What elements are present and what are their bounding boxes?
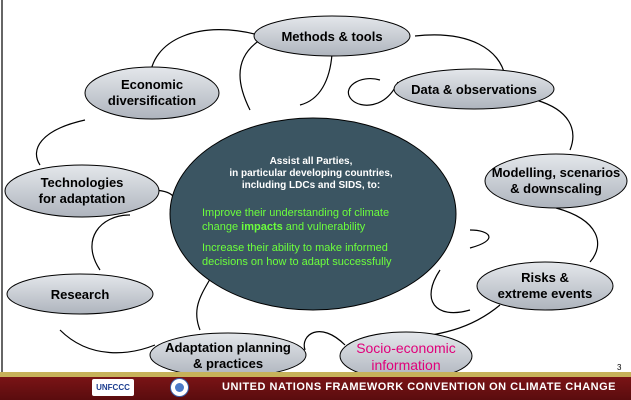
footer-banner <box>0 377 631 400</box>
node-adaptation-planning: Adaptation planning & practices <box>149 332 307 378</box>
node-methods-tools: Methods & tools <box>253 15 411 57</box>
connector-loop-15 <box>35 119 86 166</box>
node-economic-label-1: Economic <box>121 77 183 92</box>
un-emblem-icon <box>170 378 189 397</box>
goal-understanding-line-1: Improve their understanding of climate <box>202 207 389 219</box>
connector-loop-6 <box>535 99 574 151</box>
node-research: Research <box>6 273 154 315</box>
footer-banner-text: UNITED NATIONS FRAMEWORK CONVENTION ON C… <box>222 381 616 393</box>
connector-loop-5 <box>347 78 399 106</box>
center-ellipse <box>169 117 457 311</box>
connector-loop-3 <box>239 39 261 111</box>
node-data-observations-label: Data & observations <box>411 82 537 97</box>
node-economic-label-2: diversification <box>108 93 196 108</box>
connector-loop-14 <box>59 329 156 354</box>
connector-loop-4 <box>414 34 506 77</box>
node-economic-diversification: Economic diversification <box>84 66 220 120</box>
center-heading-line-3: including LDCs and SIDS, to: <box>242 180 380 191</box>
node-socio-economic-label-2: information <box>371 357 440 373</box>
connector-loop-2 <box>299 53 333 106</box>
node-technologies-label-1: Technologies <box>41 175 124 190</box>
unfccc-logo: UNFCCC <box>92 379 134 396</box>
connector-loop-7 <box>555 207 599 263</box>
node-risks-extreme-events-label-1: Risks & <box>521 270 569 285</box>
node-socio-economic-label-1: Socio-economic <box>356 340 456 356</box>
impacts-emphasis: impacts <box>241 221 283 233</box>
center-heading: Assist all Parties, in particular develo… <box>229 156 393 191</box>
node-risks-extreme-events-label-2: extreme events <box>498 286 593 301</box>
connector-loop-9 <box>430 269 471 314</box>
center-goal-decisions: Increase their ability to make informed … <box>202 242 392 268</box>
goal-decisions-line-1: Increase their ability to make informed <box>202 242 388 254</box>
page-number: 3 <box>617 363 622 372</box>
node-modelling-scenarios: Modelling, scenarios & downscaling <box>484 153 628 209</box>
node-technologies-adaptation: Technologies for adaptation <box>4 164 160 218</box>
center-goal-understanding: Improve their understanding of climate c… <box>202 207 389 233</box>
node-risks-extreme-events: Risks & extreme events <box>476 261 614 311</box>
node-socio-economic-information: Socio-economic information <box>339 331 473 381</box>
node-data-observations: Data & observations <box>393 68 555 110</box>
node-methods-tools-label: Methods & tools <box>281 29 382 44</box>
goal-understanding-line-2: change impacts and vulnerability <box>202 221 366 233</box>
node-technologies-label-2: for adaptation <box>39 191 126 206</box>
footer-accent-strip <box>0 372 631 377</box>
center-heading-line-2: in particular developing countries, <box>229 168 393 179</box>
node-modelling-scenarios-label-1: Modelling, scenarios <box>492 165 621 180</box>
connector-loop-11 <box>303 331 346 351</box>
node-adaptation-planning-label-2: & practices <box>193 356 263 371</box>
center-heading-line-1: Assist all Parties, <box>270 156 353 167</box>
goal-decisions-line-2: decisions on how to adapt successfully <box>202 256 392 268</box>
node-adaptation-planning-label-1: Adaptation planning <box>165 340 291 355</box>
node-research-label: Research <box>51 287 110 302</box>
node-modelling-scenarios-label-2: & downscaling <box>510 181 602 196</box>
connector-loop-13 <box>91 214 131 271</box>
connector-loop-8 <box>469 229 490 249</box>
